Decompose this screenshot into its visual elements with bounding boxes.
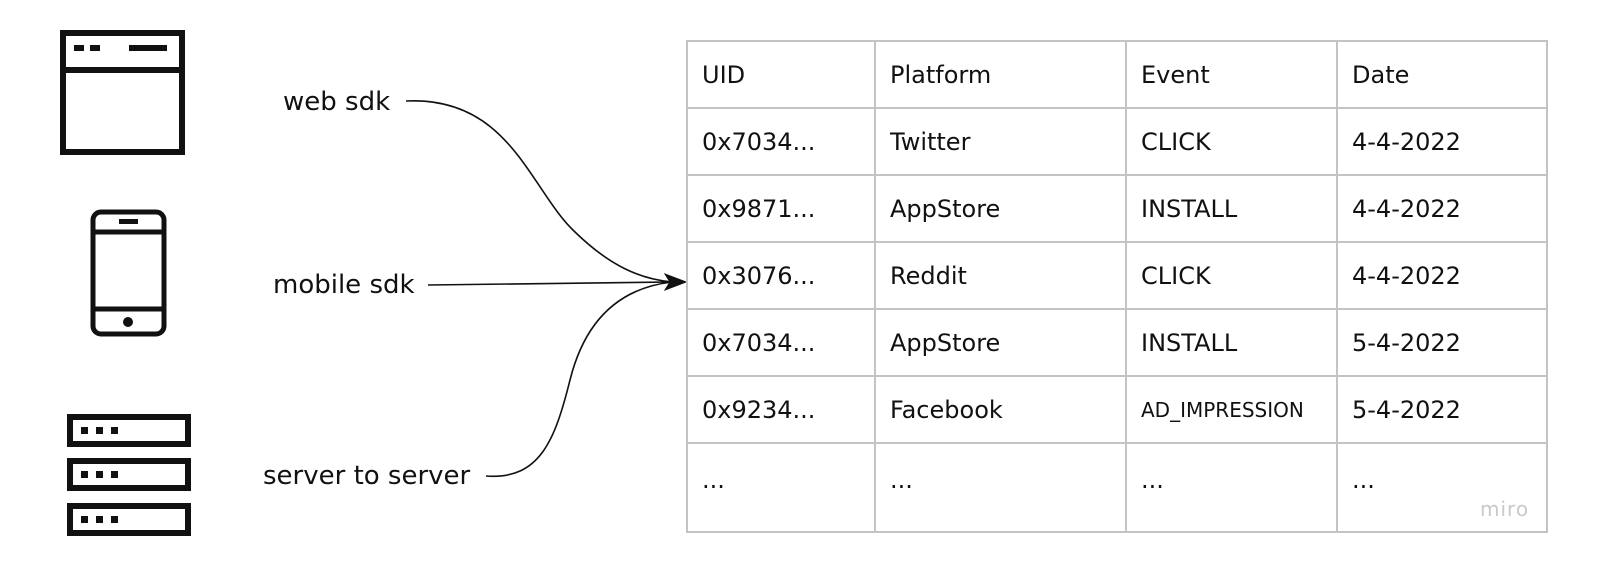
cell-date: 4-4-2022 [1336, 174, 1548, 243]
smartphone-icon [90, 209, 167, 337]
table-header-row: UID Platform Event Date [686, 40, 1548, 109]
cell-event: INSTALL [1125, 308, 1338, 377]
cell-event: AD_IMPRESSION [1125, 375, 1338, 444]
cell-date: 4-4-2022 [1336, 241, 1548, 310]
cell-uid: 0x3076... [686, 241, 876, 310]
cell-uid: 0x9871... [686, 174, 876, 243]
table-row: 0x9234... Facebook AD_IMPRESSION 5-4-202… [686, 375, 1548, 444]
source-label-mobile: mobile sdk [273, 270, 415, 300]
cell-date: ... [1336, 442, 1548, 533]
connector-server-to-table [485, 281, 673, 477]
cell-event: CLICK [1125, 107, 1338, 176]
cell-uid: 0x7034... [686, 308, 876, 377]
cell-platform: AppStore [874, 174, 1127, 243]
column-header-event: Event [1125, 40, 1338, 109]
cell-platform: Reddit [874, 241, 1127, 310]
cell-event: INSTALL [1125, 174, 1338, 243]
arrowhead [663, 273, 688, 291]
table-row: 0x7034... AppStore INSTALL 5-4-2022 [686, 308, 1548, 377]
cell-uid: 0x7034... [686, 107, 876, 176]
table-row: 0x7034... Twitter CLICK 4-4-2022 [686, 107, 1548, 176]
cell-platform: Twitter [874, 107, 1127, 176]
column-header-uid: UID [686, 40, 876, 109]
miro-watermark: miro [1480, 497, 1530, 521]
column-header-platform: Platform [874, 40, 1127, 109]
source-label-web: web sdk [283, 87, 391, 117]
browser-window-icon [60, 30, 185, 155]
cell-uid: ... [686, 442, 876, 533]
cell-date: 5-4-2022 [1336, 375, 1548, 444]
cell-platform: Facebook [874, 375, 1127, 444]
table-row: ... ... ... ... [686, 442, 1548, 533]
table-row: 0x3076... Reddit CLICK 4-4-2022 [686, 241, 1548, 310]
server-stack-icon [67, 414, 191, 536]
connector-web-to-table [405, 100, 673, 283]
source-label-server: server to server [263, 461, 471, 491]
connector-mobile-to-table [427, 281, 673, 286]
table-row: 0x9871... AppStore INSTALL 4-4-2022 [686, 174, 1548, 243]
cell-date: 5-4-2022 [1336, 308, 1548, 377]
cell-date: 4-4-2022 [1336, 107, 1548, 176]
cell-platform: AppStore [874, 308, 1127, 377]
cell-event: CLICK [1125, 241, 1338, 310]
column-header-date: Date [1336, 40, 1548, 109]
cell-event: ... [1125, 442, 1338, 533]
cell-platform: ... [874, 442, 1127, 533]
cell-uid: 0x9234... [686, 375, 876, 444]
events-table: UID Platform Event Date 0x7034... Twitte… [686, 40, 1548, 533]
